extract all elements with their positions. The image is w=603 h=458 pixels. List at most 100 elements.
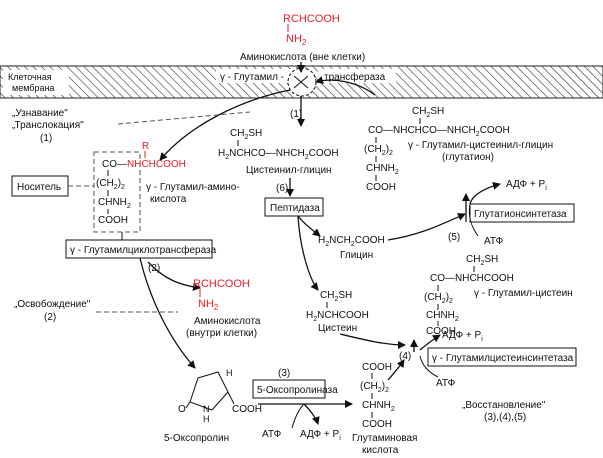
svg-text:CO—NHCHCOOH: CO—NHCHCOOH: [102, 159, 186, 170]
peptidase-box: [264, 197, 324, 217]
cysteine-synthetase-box: [427, 347, 577, 367]
glutathione-name-2: (глутатион): [442, 152, 494, 163]
svg-text:CHNH2: CHNH2: [426, 310, 459, 323]
svg-text:CHNH2: CHNH2: [362, 400, 395, 413]
atp-mid: АТФ: [436, 378, 456, 389]
svg-text:АДФ + Pi: АДФ + Pi: [442, 330, 483, 343]
transpeptidase-label-left: γ - Глутамил -: [220, 72, 284, 83]
aminoacid-inside-name-2: (внутри клетки): [186, 328, 257, 339]
arrow-to-oxoproline: [139, 257, 196, 369]
release-label: „Освобождение": [14, 298, 91, 310]
release-step: (2): [44, 312, 56, 323]
oxoproline: O N H H COOH 5-Оксопролин: [164, 368, 262, 444]
svg-text:COOH: COOH: [366, 182, 396, 193]
glutamyl-amino-name-2: кислота: [150, 194, 187, 205]
carrier-label: Носитель: [17, 182, 61, 193]
svg-text:CH2SH: CH2SH: [320, 290, 352, 303]
cyclotransferase-box: [65, 239, 213, 259]
svg-text:H2NCH2COOH: H2NCH2COOH: [318, 235, 385, 248]
peptidase-label: Пептидаза: [270, 203, 320, 214]
svg-text:COOH: COOH: [362, 419, 392, 430]
cyclotransferase-label: γ - Глутамилциклотрансфераза: [70, 244, 217, 256]
svg-text:COOH: COOH: [98, 215, 128, 226]
aminoacid-outside-label: Аминокислота (вне клетки): [240, 52, 365, 63]
glutathione: CH2SH CO—NHCHCO—NHCH2COOH (CH2)2 CHNH2 C…: [364, 106, 553, 193]
step-6-label: (6): [276, 183, 288, 194]
glutamic-acid-name-1: Глутаминовая: [352, 433, 417, 444]
oxoprolinase-label: 5-Оксопролиназа: [257, 385, 338, 396]
svg-text:H2NCHCO—NHCH2COOH: H2NCHCO—NHCH2COOH: [218, 148, 339, 161]
glutathione-synthetase-label: Глутатионсинтетаза: [474, 209, 567, 220]
svg-text:NH2: NH2: [198, 298, 219, 312]
aminoacid-inside: RCHCOOH NH2 Аминокислота (внутри клетки): [186, 278, 261, 339]
svg-text:CH2SH: CH2SH: [230, 128, 262, 141]
cysteinylglycine: CH2SH H2NCHCO—NHCH2COOH Цистеинил-глицин: [218, 128, 339, 176]
membrane-label-2: мембрана: [12, 83, 54, 93]
arrow-glycine-to-synthetase: [387, 213, 466, 241]
carrier: Носитель: [11, 151, 141, 233]
arrow-cysteine-to-synthetase: [339, 333, 406, 349]
enzyme-label-bg-right: [318, 69, 396, 83]
cysteine-synthetase-label: γ - Глутамилцистеинсинтетаза: [432, 353, 574, 364]
arrow-to-glutamyl-amino: [159, 89, 291, 161]
glutathione-synthetase-box: [469, 203, 575, 223]
svg-text:H: H: [226, 368, 233, 378]
svg-text:N: N: [203, 404, 210, 414]
svg-text:CH2SH: CH2SH: [412, 106, 444, 119]
svg-text:(CH2)2: (CH2)2: [364, 144, 393, 157]
aminoacid-inside-formula: RCHCOOH: [193, 278, 250, 290]
step-4-label: (4): [399, 351, 411, 362]
svg-text:COOH: COOH: [232, 404, 262, 415]
translocation-label: „Транслокация": [12, 120, 84, 131]
svg-text:CO—NHCHCOOH: CO—NHCHCOOH: [430, 273, 514, 284]
cysteine-name: Цистеин: [318, 323, 357, 334]
arrow-glutathione-to-transpeptidase: [315, 76, 376, 96]
aminoacid-outside-formula: RCHCOOH: [283, 13, 340, 25]
svg-text:АДФ + Pi: АДФ + Pi: [300, 429, 341, 442]
oxoprolinase-box: [252, 379, 326, 399]
atp-top: АТФ: [484, 236, 504, 247]
glycine: H2NCH2COOH Глицин: [318, 235, 385, 261]
aminoacid-inside-name-1: Аминокислота: [194, 316, 261, 327]
step-5-label: (5): [448, 232, 460, 243]
svg-text:(CH2)2: (CH2)2: [360, 381, 389, 394]
arrow-to-cysteine: [297, 215, 319, 291]
transpeptidase-label-right: трансфераза: [324, 71, 386, 83]
step-1-label: (1): [290, 109, 302, 120]
svg-text:H2NCHCOOH: H2NCHCOOH: [306, 310, 369, 323]
membrane-label-1: Клеточная: [8, 72, 52, 82]
arrow-glutamic-to-synthetase: [387, 359, 405, 381]
glutamyl-amino-name-1: γ - Глутамил-амино-: [146, 182, 240, 193]
svg-text:(CH2)2: (CH2)2: [424, 292, 453, 305]
svg-text:(CH2)2: (CH2)2: [96, 178, 125, 191]
svg-text:АДФ + Pi: АДФ + Pi: [506, 179, 547, 192]
transpeptidase-circle: [287, 67, 317, 97]
cysteine: CH2SH H2NCHCOOH Цистеин: [306, 290, 369, 334]
transpeptidase-cross: [293, 75, 309, 89]
aminoacid-outside: RCHCOOH NH2 Аминокислота (вне клетки): [240, 13, 365, 63]
svg-text:CH2SH: CH2SH: [466, 254, 498, 267]
glutathione-name-1: γ - Глутамил-цистеинил-глицин: [408, 140, 553, 151]
glutamyl-cysteine-name: γ - Глутамил-цистеин: [474, 288, 573, 299]
oxoproline-name: 5-Оксопролин: [164, 433, 229, 444]
glutamyl-amino-r: R: [142, 141, 149, 152]
regeneration-steps: (3),(4),(5): [484, 412, 526, 423]
glutamyl-amino-acid: R CO—NHCHCOOH (CH2)2 CHNH2 COOH γ - Глут…: [96, 141, 240, 226]
oxoproline-ring: [189, 371, 229, 411]
svg-text:CO—NHCHCO—NHCH2COOH: CO—NHCHCO—NHCH2COOH: [368, 125, 510, 138]
atp-bottom: АТФ: [262, 429, 282, 440]
glutamyl-cysteine: CH2SH CO—NHCHCOOH (CH2)2 CHNH2 COOH γ - …: [424, 254, 573, 337]
recognition-label: „Узнавание": [12, 108, 68, 119]
glutamic-acid: COOH (CH2)2 CHNH2 COOH Глутаминовая кисл…: [352, 362, 417, 456]
svg-text:COOH: COOH: [426, 326, 456, 337]
svg-text:H: H: [203, 414, 210, 424]
glutamic-acid-name-2: кислота: [362, 445, 399, 456]
arrow-to-aminoacid-inside: [147, 261, 201, 291]
svg-text:CHNH2: CHNH2: [98, 197, 131, 210]
svg-text:CHNH2: CHNH2: [366, 163, 399, 176]
recognition-step: (1): [40, 133, 52, 144]
svg-text:NH2: NH2: [286, 33, 307, 47]
enzyme-label-bg-left: [216, 69, 304, 83]
